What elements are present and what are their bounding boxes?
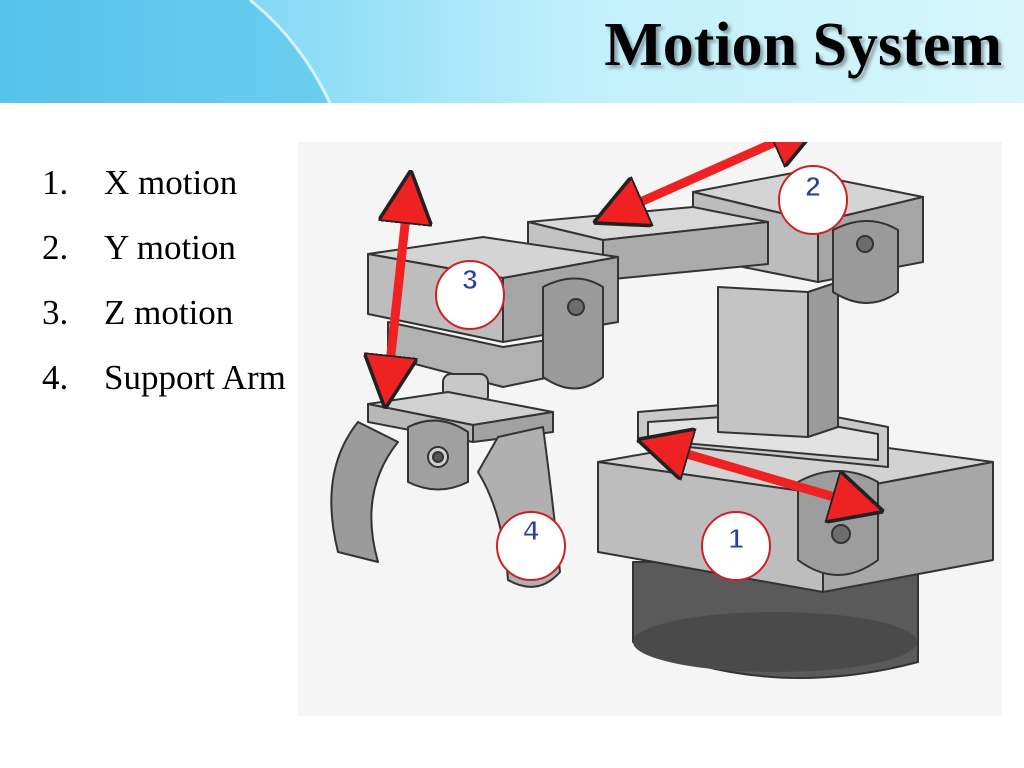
y-motion-arrow — [618, 142, 798, 212]
list-label: Y motion — [104, 228, 236, 267]
slide-title: Motion System — [604, 11, 1002, 79]
marker-2: 2 — [778, 165, 848, 235]
marker-4: 4 — [496, 511, 566, 581]
motion-arrows — [388, 142, 858, 504]
marker-label: 4 — [523, 515, 539, 546]
list-item: 2. Y motion — [42, 215, 286, 280]
x-motion-arrow — [663, 447, 858, 504]
list-item: 3. Z motion — [42, 280, 286, 345]
motion-list: 1. X motion 2. Y motion 3. Z motion 4. S… — [42, 150, 286, 410]
list-number: 3. — [42, 293, 69, 332]
list-number: 4. — [42, 358, 69, 397]
banner-swoosh — [0, 0, 332, 103]
diagram-markers: 2 3 4 1 — [435, 165, 848, 581]
marker-1: 1 — [701, 511, 771, 581]
marker-3: 3 — [435, 260, 505, 330]
list-label: Z motion — [104, 293, 234, 332]
list-number: 1. — [42, 163, 69, 202]
list-item: 4. Support Arm — [42, 345, 286, 410]
list-label: X motion — [104, 163, 238, 202]
marker-label: 2 — [805, 171, 821, 202]
list-label: Support Arm — [104, 358, 286, 397]
robot-arm-sketch: 2 3 4 1 — [298, 142, 1002, 716]
list-number: 2. — [42, 228, 69, 267]
marker-label: 3 — [462, 264, 478, 295]
title-banner: Motion System — [0, 0, 1024, 103]
z-motion-arrow — [388, 197, 408, 382]
marker-label: 1 — [728, 523, 744, 554]
list-item: 1. X motion — [42, 150, 286, 215]
